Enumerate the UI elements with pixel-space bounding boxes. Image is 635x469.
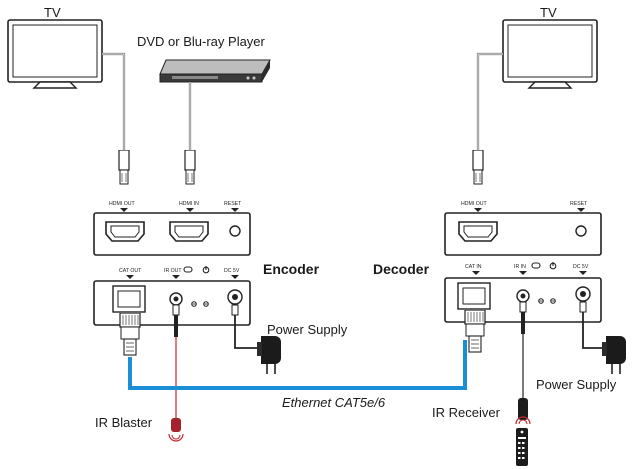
tv-left-label: TV — [44, 5, 61, 20]
tv-left — [7, 19, 103, 89]
hdmi-cable-tv-right — [476, 52, 503, 150]
power-icon — [202, 266, 210, 274]
encoder-label: Encoder — [263, 261, 320, 277]
remote-control-icon — [516, 428, 528, 466]
hdmi-in-port — [169, 221, 209, 242]
rj45-plug-encoder — [119, 313, 141, 356]
dc-cable-right — [582, 312, 605, 349]
decoder-label: Decoder — [373, 261, 430, 277]
dvd-player — [159, 59, 271, 83]
reset-button-decoder — [575, 225, 587, 237]
rj45-plug-decoder — [464, 310, 486, 353]
ir-out-jack — [172, 304, 180, 316]
hdmi-out-port — [105, 221, 145, 242]
power-icon — [549, 262, 557, 270]
ir-receiver — [515, 398, 531, 425]
ir-blaster-label: IR Blaster — [95, 415, 153, 430]
power-supply-right-label: Power Supply — [536, 377, 617, 392]
ir-receiver-label: IR Receiver — [432, 405, 501, 420]
port-cat-out-label: CAT OUT — [119, 268, 142, 274]
port-dc5v-label: DC 5V — [224, 268, 240, 274]
port-hdmi-out-label: HDMI OUT — [109, 201, 135, 207]
decoder-front-panel — [444, 212, 602, 256]
ir-blaster — [168, 418, 184, 442]
dvd-player-label: DVD or Blu-ray Player — [137, 34, 266, 49]
hdmi-out-port-decoder — [458, 221, 498, 242]
port-hdmi-out-decoder-label: HDMI OUT — [461, 201, 487, 207]
tv-right-label: TV — [540, 5, 557, 20]
power-supply-left-label: Power Supply — [267, 322, 348, 337]
port-ir-in-label: IR IN — [514, 264, 526, 270]
tv-right — [502, 19, 598, 89]
encoder-back-panel — [93, 280, 251, 326]
ir-in-jack — [519, 301, 527, 313]
port-cat-in-label: CAT IN — [465, 264, 482, 270]
encoder-front-panel — [93, 212, 251, 256]
reset-button — [229, 225, 241, 237]
link-icon — [531, 262, 541, 269]
dc-cable-left — [234, 315, 260, 349]
hdmi-plug-out — [118, 150, 130, 185]
port-reset-label: RESET — [224, 201, 242, 207]
port-reset-decoder-label: RESET — [570, 201, 588, 207]
hdmi-plug-decoder — [472, 150, 484, 185]
port-ir-out-label: IR OUT — [164, 268, 182, 274]
ethernet-cable — [128, 340, 467, 390]
link-icon — [183, 266, 193, 273]
power-supply-left — [257, 335, 282, 374]
power-supply-right — [602, 335, 627, 374]
hdmi-plug-in — [184, 150, 196, 185]
hdmi-cable-tv-left — [102, 52, 126, 150]
port-hdmi-in-label: HDMI IN — [179, 201, 199, 207]
ethernet-label: Ethernet CAT5e/6 — [282, 395, 386, 410]
port-dc5v-decoder-label: DC 5V — [573, 264, 589, 270]
